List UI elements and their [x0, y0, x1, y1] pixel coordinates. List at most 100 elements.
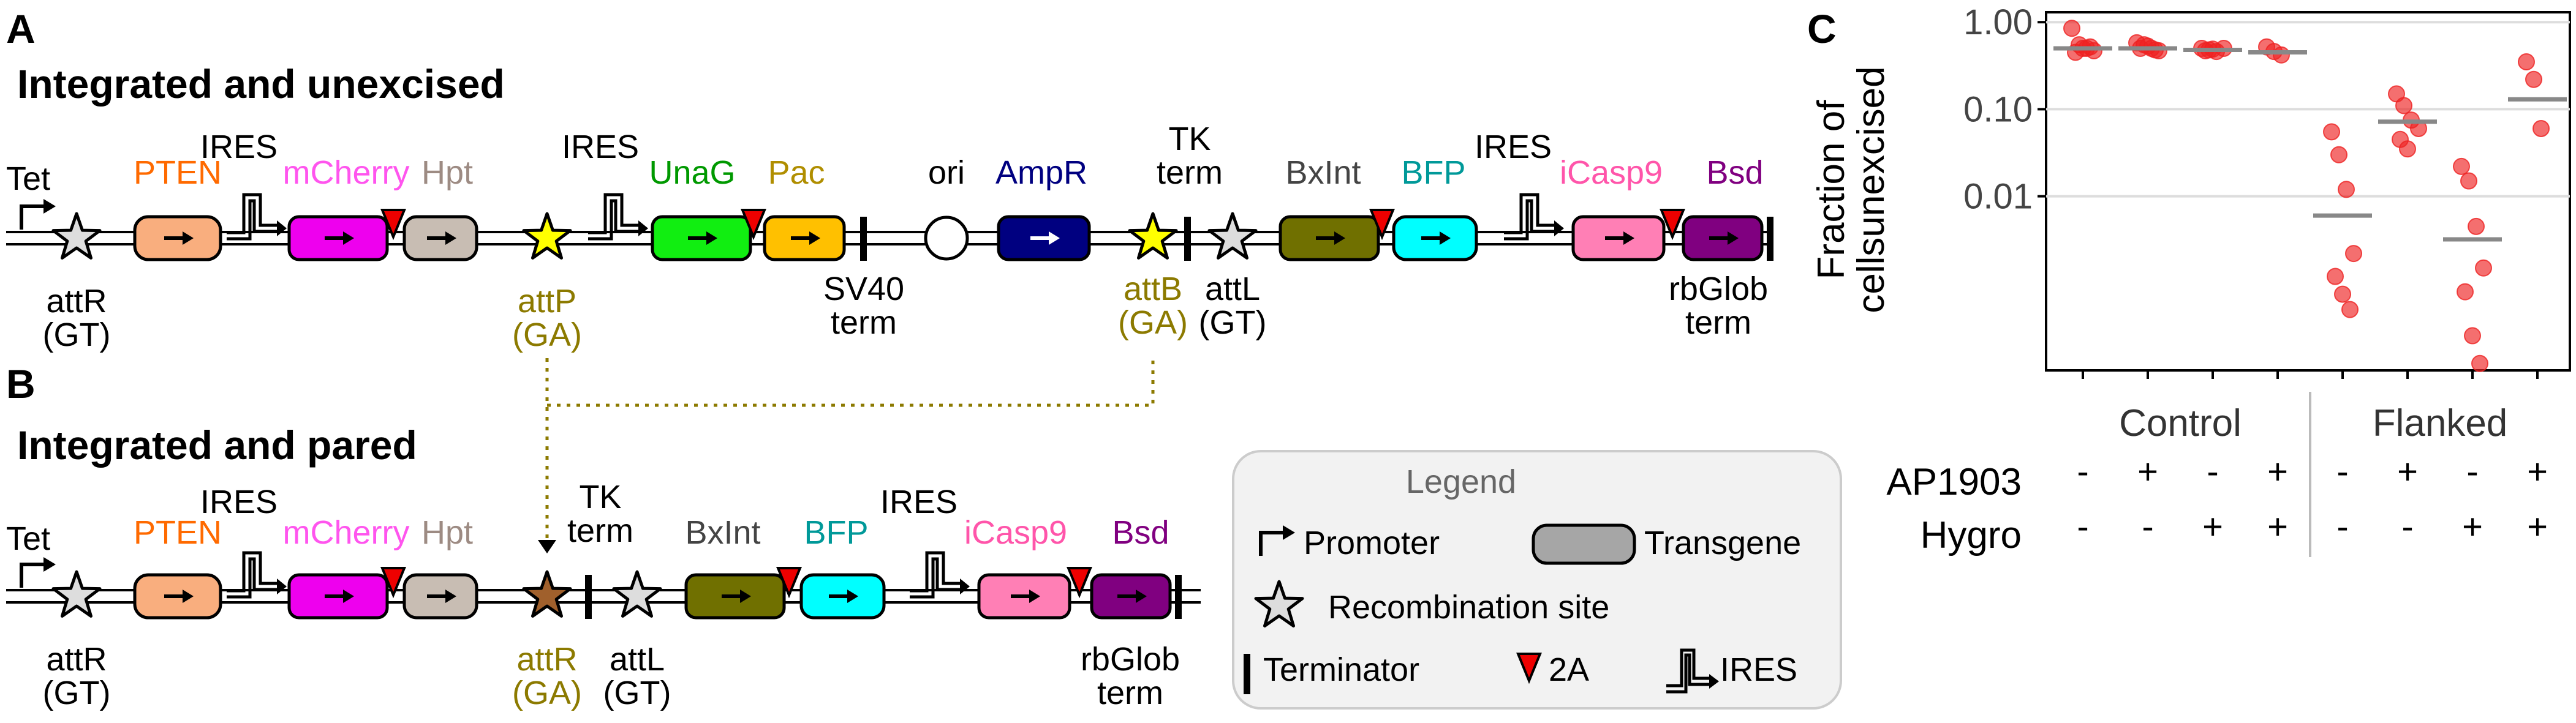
terminator-icon [1184, 217, 1191, 261]
label-mcherry-b: mCherry [282, 514, 409, 551]
legend-title: Legend [1406, 463, 1516, 500]
transgene-icon [1532, 523, 1636, 565]
hygro-value: - [2336, 507, 2348, 547]
legend: Legend Promoter Transgene Recombination … [1232, 450, 1842, 710]
label-bfp: BFP [1401, 154, 1465, 191]
label-tet-b: Tet [6, 520, 50, 557]
label-ires-b1: IRES [200, 484, 278, 520]
row-label: AP1903 [1886, 461, 2022, 503]
arrow-down-icon [538, 540, 556, 553]
label-ori: ori [928, 154, 965, 191]
label-pten: PTEN [134, 154, 222, 191]
ires-icon [910, 553, 970, 597]
label-bxint-b: BxInt [685, 514, 760, 551]
label-ires-b2: IRES [880, 484, 958, 520]
terminator-icon [1175, 575, 1182, 619]
y-axis-label-line2: cellsunexcised [1850, 66, 1892, 313]
label-attp-ga: (GA) [512, 317, 582, 353]
label-ires-2: IRES [562, 129, 639, 165]
recombination-star-icon [1209, 214, 1256, 258]
ap1903-value: - [2466, 452, 2478, 492]
label-attl-gt-b: (GT) [603, 675, 671, 711]
hygro-value: + [2527, 507, 2548, 547]
label-icasp9: iCasp9 [1560, 154, 1663, 191]
label-attl-b: attL [610, 641, 665, 678]
terminator-icon [860, 217, 867, 261]
ap1903-value: + [2527, 452, 2548, 492]
label-bsd: Bsd [1706, 154, 1763, 191]
data-point [2518, 53, 2535, 71]
legend-ires: IRES [1720, 651, 1797, 688]
data-point [2471, 354, 2488, 372]
label-attr: attR [46, 283, 107, 320]
ap1903-value: + [2137, 452, 2158, 492]
data-point [2525, 70, 2542, 88]
label-attb-ga: (GA) [1118, 304, 1188, 341]
data-point [2457, 283, 2474, 301]
panel-a-label: A [6, 6, 36, 51]
label-bxint: BxInt [1285, 154, 1361, 191]
legend-twoa: 2A [1549, 651, 1589, 688]
data-point [2468, 217, 2485, 235]
ires-icon [1504, 195, 1564, 239]
recombination-star-icon [614, 572, 660, 616]
data-point [2327, 268, 2344, 285]
chart-c: Fraction of cellsunexcised 1.000.100.01-… [1810, 2, 2571, 557]
label-attr-b: attR [46, 641, 107, 678]
ap1903-value: - [2077, 452, 2088, 492]
hygro-value: + [2202, 507, 2223, 547]
ap1903-value: + [2267, 452, 2288, 492]
label-icasp9-b: iCasp9 [964, 514, 1067, 551]
ori-circle-icon [924, 215, 969, 261]
label-hpt: Hpt [421, 154, 473, 191]
label-attr-ga: attR [516, 641, 577, 678]
label-unag: UnaG [649, 154, 735, 191]
hygro-value: - [2077, 507, 2088, 547]
plot-frame [2045, 11, 2571, 372]
data-point [2330, 146, 2347, 163]
ires-icon [588, 195, 648, 239]
group-label: Flanked [2373, 402, 2508, 444]
data-point [2533, 119, 2550, 137]
ap1903-value: - [2207, 452, 2218, 492]
recombination-star-icon [524, 572, 570, 616]
recombination-star-icon [524, 214, 570, 258]
legend-recombination: Recombination site [1328, 589, 1609, 626]
label-mcherry: mCherry [282, 154, 409, 191]
group-label: Control [2119, 402, 2242, 444]
data-point [2341, 301, 2359, 318]
data-point [2345, 245, 2362, 263]
construct-b-title: Integrated and pared [17, 422, 417, 468]
label-rbglob-b: rbGlob [1081, 641, 1180, 678]
label-pac: Pac [768, 154, 825, 191]
data-point [2453, 157, 2470, 175]
label-ampr: AmpR [995, 154, 1087, 191]
label-attl: attL [1205, 271, 1260, 307]
data-point [2063, 20, 2080, 37]
label-sv40: SV40 [823, 271, 904, 307]
label-attr-gt-b: (GT) [43, 675, 111, 711]
ires-icon [227, 553, 287, 597]
label-attr-gt: (GT) [43, 317, 111, 353]
y-tick-label: 0.10 [1963, 89, 2033, 129]
label-attl-gt: (GT) [1199, 304, 1267, 341]
data-point [2273, 46, 2290, 64]
ap1903-value: + [2397, 452, 2418, 492]
label-hpt-b: Hpt [421, 514, 473, 551]
ap1903-value: - [2336, 452, 2348, 492]
construct-a-title: Integrated and unexcised [17, 61, 505, 107]
label-tet: Tet [6, 160, 50, 197]
hygro-value: + [2462, 507, 2483, 547]
panel-c-label: C [1807, 6, 1837, 51]
promoter-icon [21, 199, 56, 230]
y-axis-label-line1: Fraction of [1810, 100, 1853, 280]
label-rbglob: rbGlob [1669, 271, 1768, 307]
label-bsd-b: Bsd [1112, 514, 1169, 551]
construct-a: Tet attR (GT) PTEN IRES mCherry Hpt attP… [6, 121, 1773, 353]
data-point [2464, 327, 2481, 345]
recombination-star-icon [1130, 214, 1176, 258]
data-point [2338, 181, 2355, 198]
label-ires-3: IRES [1475, 129, 1552, 165]
data-point [2475, 259, 2492, 277]
